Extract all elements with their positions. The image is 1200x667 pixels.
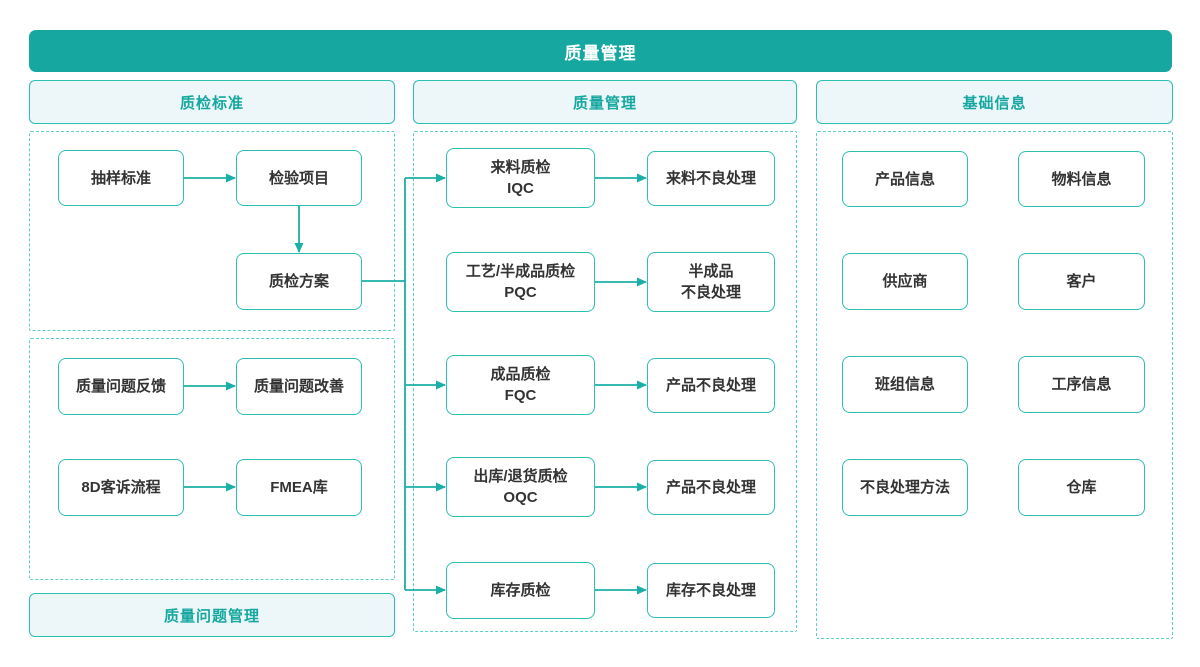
node-incoming-defect-handling: 来料不良处理	[647, 151, 775, 206]
node-inventory-inspection: 库存质检	[446, 562, 595, 619]
node-8d-complaint-process: 8D客诉流程	[58, 459, 184, 516]
node-customer: 客户	[1018, 253, 1145, 310]
group-basic-info	[816, 131, 1173, 639]
node-inspection-item: 检验项目	[236, 150, 362, 206]
node-process-info: 工序信息	[1018, 356, 1145, 413]
node-fmea-library: FMEA库	[236, 459, 362, 516]
node-defect-handling-method: 不良处理方法	[842, 459, 968, 516]
node-product-defect-handling-2: 产品不良处理	[647, 460, 775, 515]
node-oqc: 出库/退货质检 OQC	[446, 457, 595, 517]
group-quality-issue	[29, 338, 395, 580]
node-product-defect-handling-1: 产品不良处理	[647, 358, 775, 413]
node-sampling-standard: 抽样标准	[58, 150, 184, 206]
group-quality-standard	[29, 131, 395, 331]
node-pqc: 工艺/半成品质检 PQC	[446, 252, 595, 312]
node-team-info: 班组信息	[842, 356, 968, 413]
section-header-quality-issue-management: 质量问题管理	[29, 593, 395, 637]
node-inspection-plan: 质检方案	[236, 253, 362, 310]
node-semi-product-defect-handling: 半成品 不良处理	[647, 252, 775, 312]
main-title-bar: 质量管理	[29, 30, 1172, 72]
section-header-quality-standard: 质检标准	[29, 80, 395, 124]
node-product-info: 产品信息	[842, 151, 968, 207]
node-quality-issue-feedback: 质量问题反馈	[58, 358, 184, 415]
section-header-quality-management: 质量管理	[413, 80, 797, 124]
node-material-info: 物料信息	[1018, 151, 1145, 207]
group-quality-management	[413, 131, 797, 632]
section-header-quality-standard-label: 质检标准	[179, 94, 244, 112]
node-inventory-defect-handling: 库存不良处理	[647, 563, 775, 618]
section-header-quality-management-label: 质量管理	[572, 94, 637, 112]
section-header-quality-issue-management-label: 质量问题管理	[163, 607, 260, 625]
section-header-basic-info-label: 基础信息	[962, 94, 1027, 112]
node-supplier: 供应商	[842, 253, 968, 310]
node-quality-issue-improvement: 质量问题改善	[236, 358, 362, 415]
section-header-basic-info: 基础信息	[816, 80, 1173, 124]
main-title: 质量管理	[564, 43, 637, 63]
node-iqc: 来料质检 IQC	[446, 148, 595, 208]
node-fqc: 成品质检 FQC	[446, 355, 595, 415]
node-warehouse: 仓库	[1018, 459, 1145, 516]
